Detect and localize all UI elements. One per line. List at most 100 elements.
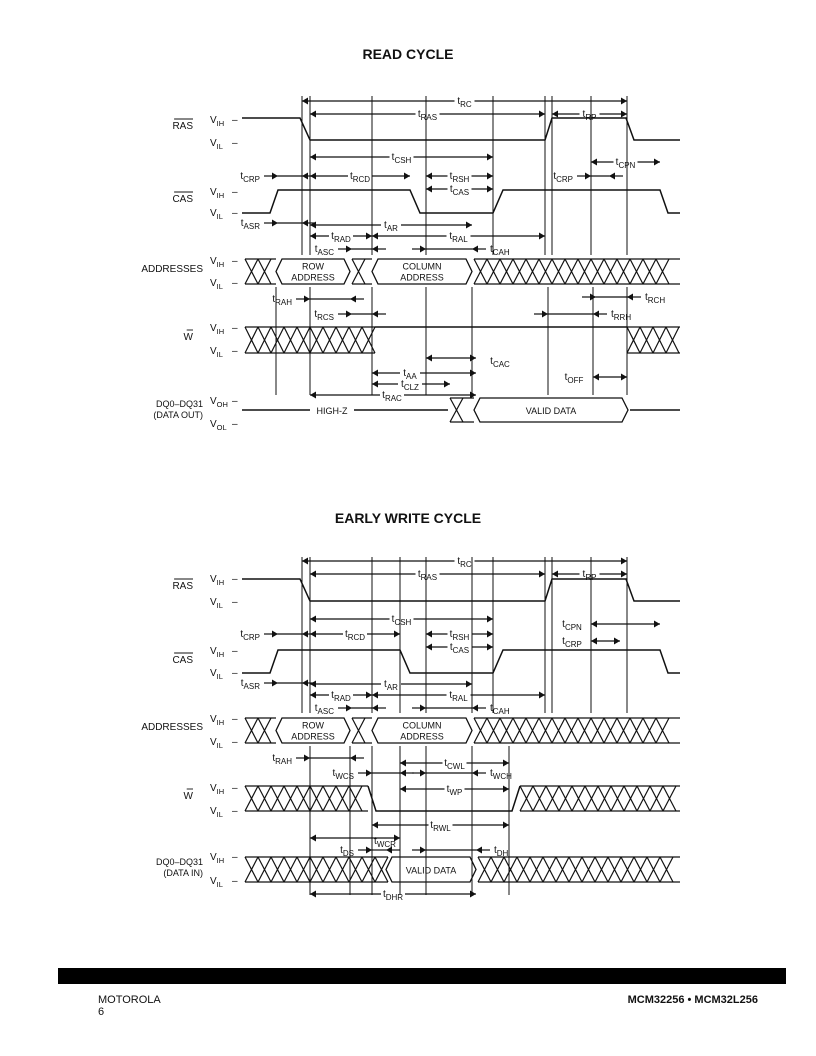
- tral-arrow-arrow-right: [539, 691, 545, 699]
- level-dash: –: [232, 138, 238, 149]
- toff-arrow-arrow-right: [621, 373, 627, 381]
- trad-arrow-arrow-right: [366, 232, 372, 240]
- dq-dontcare-1: [244, 856, 389, 883]
- tcas-arrow-arrow-left: [426, 643, 432, 651]
- twcr-arrow-arrow-right: [394, 834, 400, 842]
- w-signal-label: W: [184, 332, 194, 343]
- highz-mask: [310, 404, 354, 416]
- level-dash: –: [232, 323, 238, 334]
- highz-label: HIGH-Z: [317, 406, 348, 416]
- trad-arrow-arrow-right: [366, 691, 372, 699]
- tdhr-arrow-arrow-right: [470, 890, 476, 898]
- trsh-arrow-label: tRSH: [450, 171, 470, 184]
- addresses-signal-label: ADDRESSES: [141, 264, 203, 275]
- tasc-arrow-arrow-right: [372, 704, 378, 712]
- tral-arrow-arrow-right: [539, 232, 545, 240]
- read-cycle-title: READ CYCLE: [362, 46, 454, 62]
- tdhr-arrow-arrow-left: [310, 890, 316, 898]
- level-dash: –: [232, 783, 238, 794]
- tar-arrow-arrow-left: [310, 680, 316, 688]
- tcrp2-arrow-arrow-left: [591, 637, 597, 645]
- part-number: MCM32256 • MCM32L256: [627, 994, 758, 1006]
- tcpn-arrow-arrow-left: [591, 158, 597, 166]
- trah-arrow-arrow-left: [304, 754, 310, 762]
- cas-signal-label: CAS: [172, 194, 193, 205]
- twp-arrow-arrow-left: [400, 785, 406, 793]
- tras-arrow-label: tRAS: [418, 569, 437, 582]
- tcrp-arrow-label: tCRP: [240, 171, 260, 184]
- level-vil: VIL: [210, 737, 223, 750]
- addresses-dontcare-2: [351, 258, 372, 285]
- tcah-arrow-arrow-left: [420, 245, 426, 253]
- level-dash: –: [232, 115, 238, 126]
- tral-arrow-arrow-left: [372, 232, 378, 240]
- twcs-arrow-arrow-right: [400, 769, 406, 777]
- trac-arrow-arrow-left: [310, 391, 316, 399]
- tcac-arrow-arrow-right: [470, 354, 476, 362]
- addresses-dontcare-2: [351, 717, 372, 744]
- level-vil: VIL: [210, 806, 223, 819]
- trsh-arrow-arrow-left: [426, 630, 432, 638]
- taa-arrow-arrow-left: [372, 369, 378, 377]
- twcr-arrow-label: tWCR: [374, 836, 396, 849]
- trch-arrow-label: tRCH: [645, 292, 665, 305]
- addresses-dontcare-1: [244, 258, 276, 285]
- tcah-arrow-arrow-right: [472, 704, 478, 712]
- level-dash: –: [232, 574, 238, 585]
- trad-arrow-label: tRAD: [331, 690, 351, 703]
- dq-signal-sublabel: (DATA IN): [163, 868, 203, 878]
- page-number: 6: [98, 1006, 105, 1018]
- twcs-arrow-arrow-left: [366, 769, 372, 777]
- w-dontcare-1: [244, 785, 368, 812]
- trc-arrow-arrow-left: [302, 557, 308, 565]
- tcah-arrow-label: tCAH: [490, 244, 510, 257]
- level-dash: –: [232, 876, 238, 887]
- tcas-arrow-arrow-left: [426, 185, 432, 193]
- trwl-arrow-label: tRWL: [430, 820, 451, 833]
- trrh-arrow-arrow-right: [593, 310, 599, 318]
- tasr-arrow-arrow-left: [272, 219, 278, 227]
- trp-arrow-arrow-right: [621, 110, 627, 118]
- addresses-dontcare-3: [473, 717, 680, 744]
- tdhr-arrow-label: tDHR: [383, 889, 403, 902]
- ras-signal-label: RAS: [172, 581, 193, 592]
- trcd-arrow-arrow-left: [310, 630, 316, 638]
- trsh-arrow-arrow-right: [487, 630, 493, 638]
- row-address-box-text: ADDRESS: [291, 732, 335, 742]
- tral-arrow-label: tRAL: [449, 690, 468, 703]
- tcwl-arrow-label: tCWL: [444, 758, 465, 771]
- tasc-arrow-arrow-left: [346, 245, 352, 253]
- trwl-arrow-arrow-right: [503, 821, 509, 829]
- tcrp2-arrow-arrow-left: [585, 172, 591, 180]
- tar-arrow-label: tAR: [384, 679, 398, 692]
- tcsh-arrow-arrow-right: [487, 615, 493, 623]
- tcas-arrow-label: tCAS: [450, 642, 469, 655]
- level-vil: VIL: [210, 597, 223, 610]
- trah-arrow-arrow-right: [350, 295, 356, 303]
- trah-arrow-label: tRAH: [272, 753, 292, 766]
- twp-arrow-label: tWP: [447, 784, 463, 797]
- level-vil: VIL: [210, 346, 223, 359]
- tral-arrow-label: tRAL: [449, 231, 468, 244]
- column-address-box: [371, 258, 473, 285]
- footer-brand: MOTOROLA 6: [98, 994, 161, 1018]
- valid-data-box: [385, 856, 477, 883]
- trch-arrow-arrow-right: [627, 293, 633, 301]
- level-vih: VIH: [210, 783, 224, 796]
- level-vih: VIH: [210, 852, 224, 865]
- level-vol: VOL: [210, 419, 227, 432]
- trp-arrow-arrow-right: [621, 570, 627, 578]
- tcac-arrow-arrow-left: [426, 354, 432, 362]
- toff-arrow-label: tOFF: [565, 372, 584, 385]
- valid-data-box-text: VALID DATA: [526, 406, 577, 416]
- level-dash: –: [232, 806, 238, 817]
- tcrp-arrow-arrow-right: [302, 172, 308, 180]
- tcpn-arrow-label: tCPN: [616, 157, 636, 170]
- level-vil: VIL: [210, 138, 223, 151]
- tras-arrow-arrow-right: [539, 570, 545, 578]
- level-dash: –: [232, 208, 238, 219]
- column-address-box-text: ADDRESS: [400, 732, 444, 742]
- trc-arrow-arrow-right: [621, 557, 627, 565]
- dq-signal-label: DQ0–DQ31: [156, 857, 203, 867]
- tds-arrow-label: tDS: [340, 845, 354, 858]
